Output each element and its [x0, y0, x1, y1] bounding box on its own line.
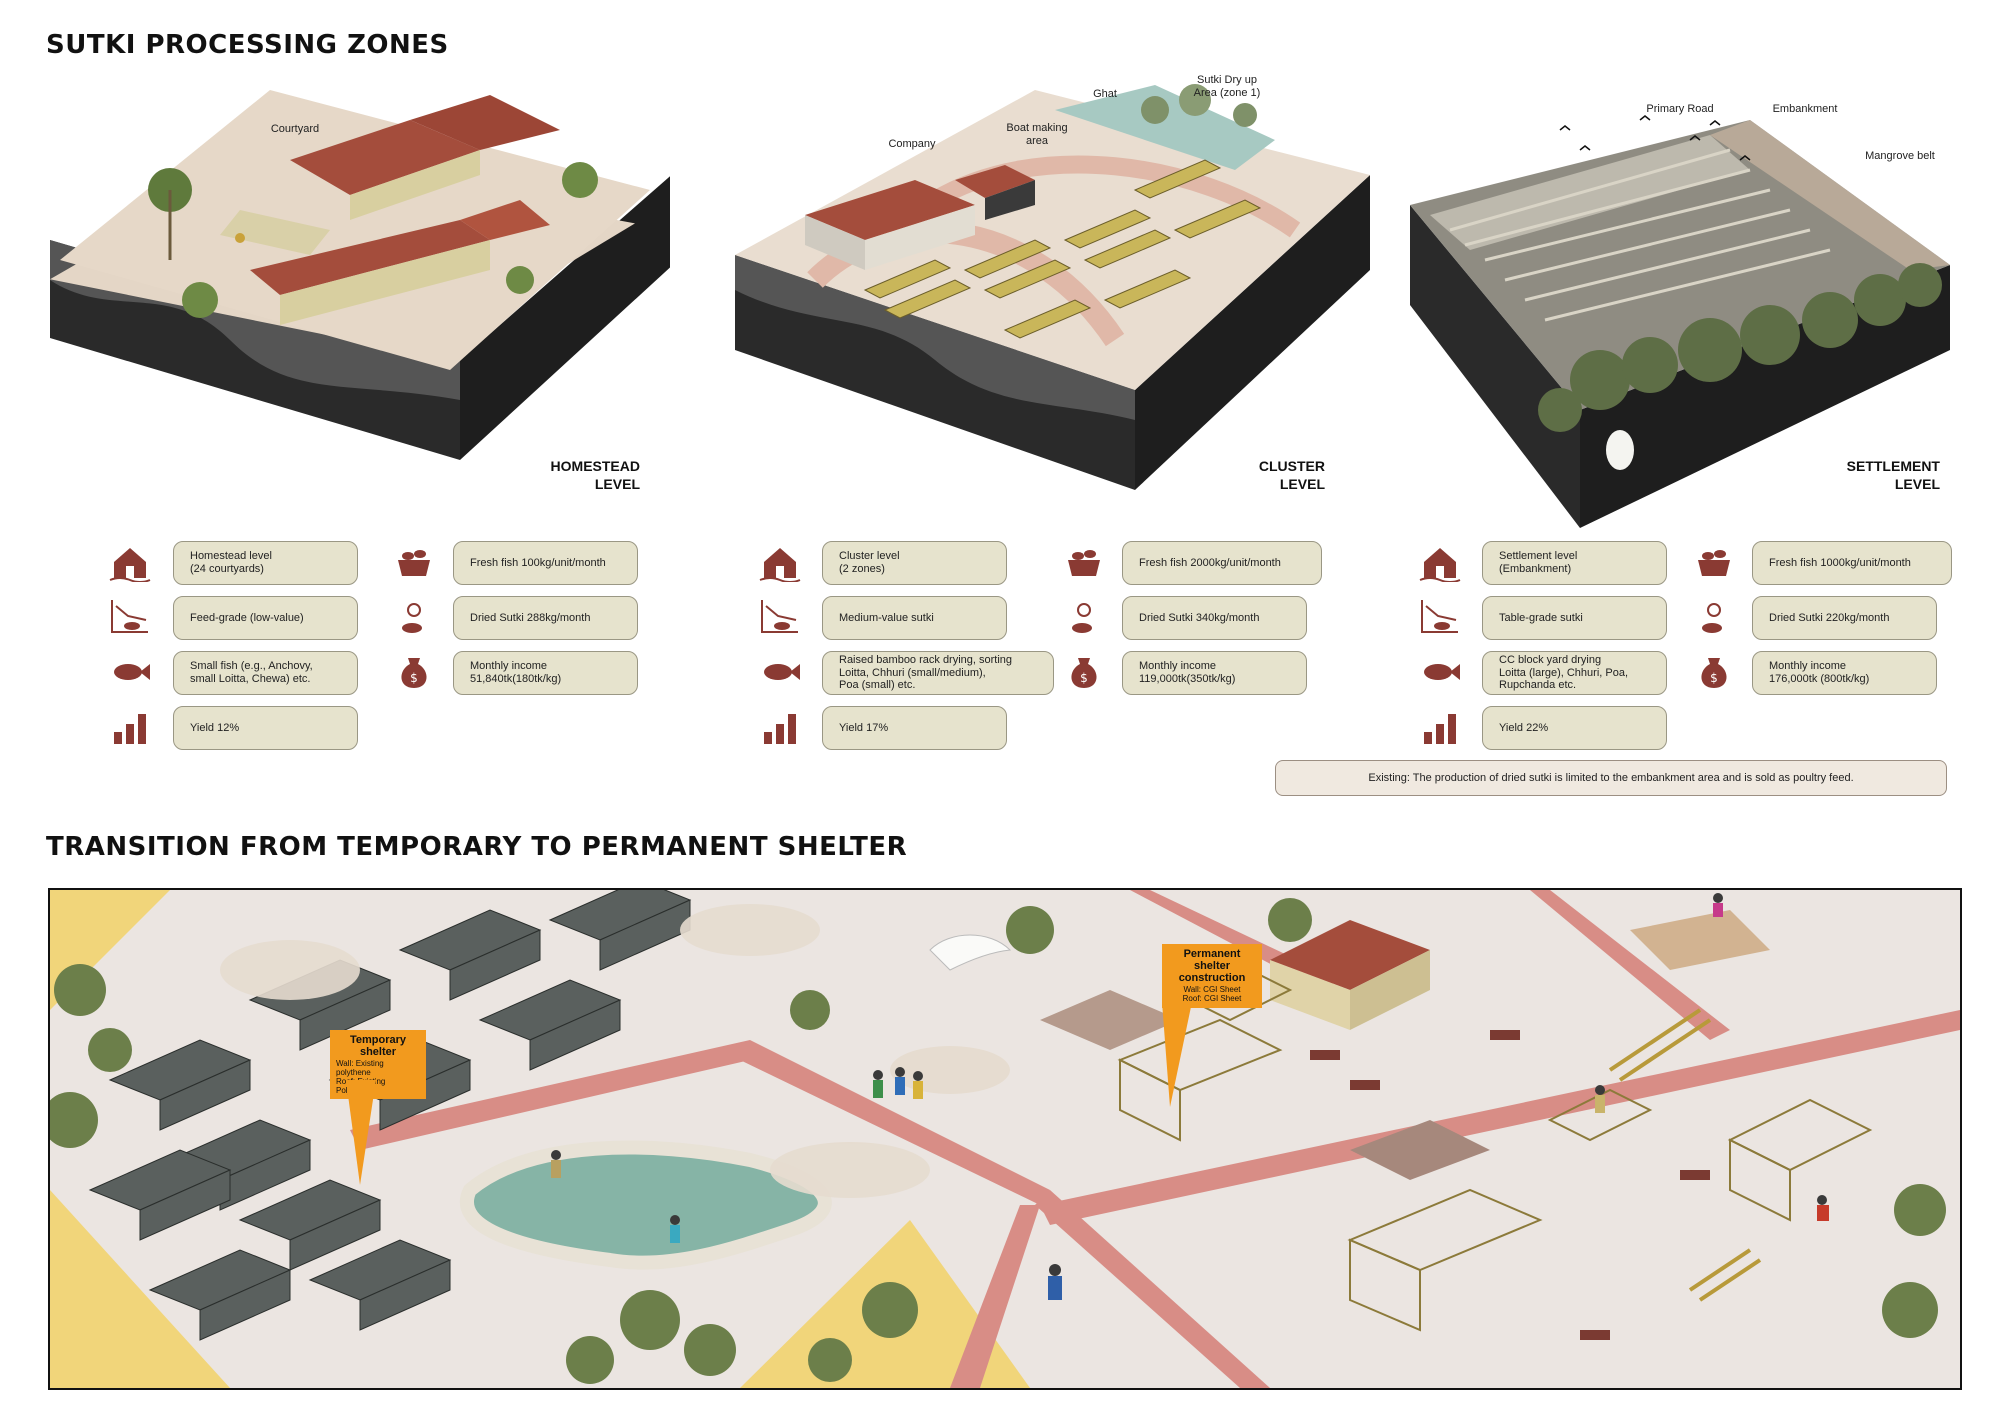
money-bag-icon: $: [401, 658, 427, 688]
mangrove-belt-label: Mangrove belt: [1865, 150, 1935, 162]
ghat-label: Ghat: [1093, 88, 1117, 100]
house-icon: [759, 548, 801, 582]
homestead-box-3: Small fish (e.g., Anchovy, small Loitta,…: [173, 651, 358, 695]
fish-icon: [1424, 664, 1460, 680]
courtyard-label: Courtyard: [270, 123, 320, 135]
fish-basket-icon: [1698, 550, 1730, 576]
settlement-box-6: Dried Sutki 220kg/month: [1752, 596, 1937, 640]
callout-wall: Wall: CGI Sheet: [1183, 985, 1241, 995]
yield-chart-icon: [1424, 714, 1456, 744]
yield-chart-icon: [764, 714, 796, 744]
settlement-isometric-block: [1410, 115, 1950, 528]
transition-scene: Temporary shelter Wall: Existing polythe…: [48, 888, 1962, 1390]
settlement-box-7: Monthly income 176,000tk (800tk/kg): [1752, 651, 1937, 695]
cluster-zone: Company Boat making area Ghat Sutki Dry …: [735, 74, 1370, 810]
callout-roof: Roof: CGI Sheet: [1182, 994, 1242, 1004]
settlement-box-5: Fresh fish 1000kg/unit/month: [1752, 541, 1952, 585]
permanent-callout-pointer: [1162, 1002, 1192, 1107]
settlement-box-1: Settlement level (Embankment): [1482, 541, 1667, 585]
settlement-level-title: SETTLEMENT LEVEL: [1750, 458, 1940, 493]
svg-text:$: $: [1710, 671, 1718, 685]
fish-decline-icon: [1421, 600, 1458, 633]
homestead-box-5: Fresh fish 100kg/unit/month: [453, 541, 638, 585]
sun-fish-icon: [1702, 603, 1722, 633]
fish-basket-icon: [398, 550, 430, 576]
transition-title: TRANSITION FROM TEMPORARY TO PERMANENT S…: [46, 832, 908, 862]
settlement-box-3: CC block yard drying Loitta (large), Chh…: [1482, 651, 1667, 695]
homestead-box-1: Homestead level (24 courtyards): [173, 541, 358, 585]
homestead-zone: Courtyard HOMESTEAD LEVEL: [50, 80, 670, 810]
settlement-box-2: Table-grade sutki: [1482, 596, 1667, 640]
primary-road-label: Primary Road: [1646, 103, 1714, 115]
permanent-shelter-callout: Permanent shelter construction Wall: CGI…: [1162, 944, 1262, 1008]
dryup-area-label: Sutki Dry up Area (zone 1): [1193, 74, 1261, 99]
temporary-callout-pointer: [346, 1080, 376, 1185]
level-line-2: LEVEL: [1279, 475, 1325, 492]
zones-title: SUTKI PROCESSING ZONES: [46, 30, 449, 60]
embankment-label: Embankment: [1772, 103, 1838, 115]
fish-icon: [114, 664, 150, 680]
level-line-2: LEVEL: [1894, 475, 1940, 492]
money-bag-icon: $: [1701, 658, 1727, 688]
fish-decline-icon: [111, 600, 148, 633]
company-label: Company: [888, 138, 936, 150]
cluster-level-title: CLUSTER LEVEL: [1135, 458, 1325, 493]
level-line-1: CLUSTER: [1258, 458, 1325, 474]
homestead-box-2: Feed-grade (low-value): [173, 596, 358, 640]
fish-icon: [764, 664, 800, 680]
cluster-box-3: Raised bamboo rack drying, sorting Loitt…: [822, 651, 1054, 695]
yield-chart-icon: [114, 714, 146, 744]
transition-illustration: [50, 890, 1960, 1388]
callout-title: Temporary shelter: [349, 1034, 407, 1059]
sun-fish-icon: [402, 603, 422, 633]
homestead-isometric-block: [50, 90, 670, 460]
cluster-box-7: Monthly income 119,000tk(350tk/kg): [1122, 651, 1307, 695]
homestead-box-4: Yield 12%: [173, 706, 358, 750]
cluster-box-5: Fresh fish 2000kg/unit/month: [1122, 541, 1322, 585]
svg-text:$: $: [410, 671, 418, 685]
house-icon: [109, 548, 151, 582]
sun-fish-icon: [1072, 603, 1092, 633]
cluster-box-6: Dried Sutki 340kg/month: [1122, 596, 1307, 640]
callout-wall: Wall: Existing polythene: [336, 1059, 384, 1077]
money-bag-icon: $: [1071, 658, 1097, 688]
callout-title: Permanent shelter construction: [1178, 948, 1246, 985]
cluster-box-1: Cluster level (2 zones): [822, 541, 1007, 585]
level-line-2: LEVEL: [594, 475, 640, 492]
cluster-isometric-block: [735, 84, 1370, 490]
homestead-level-title: HOMESTEAD LEVEL: [450, 458, 640, 493]
cluster-box-4: Yield 17%: [822, 706, 1007, 750]
homestead-box-6: Dried Sutki 288kg/month: [453, 596, 638, 640]
boat-making-label: Boat making area: [1006, 122, 1068, 147]
level-line-1: HOMESTEAD: [550, 458, 640, 474]
fish-basket-icon: [1068, 550, 1100, 576]
svg-text:$: $: [1080, 671, 1088, 685]
homestead-box-7: Monthly income 51,840tk(180tk/kg): [453, 651, 638, 695]
fish-decline-icon: [761, 600, 798, 633]
level-line-1: SETTLEMENT: [1846, 458, 1940, 474]
settlement-zone: Primary Road Embankment Mangrove belt SE…: [1410, 80, 2000, 810]
house-icon: [1419, 548, 1461, 582]
existing-note: Existing: The production of dried sutki …: [1275, 760, 1947, 796]
cluster-box-2: Medium-value sutki: [822, 596, 1007, 640]
settlement-box-4: Yield 22%: [1482, 706, 1667, 750]
